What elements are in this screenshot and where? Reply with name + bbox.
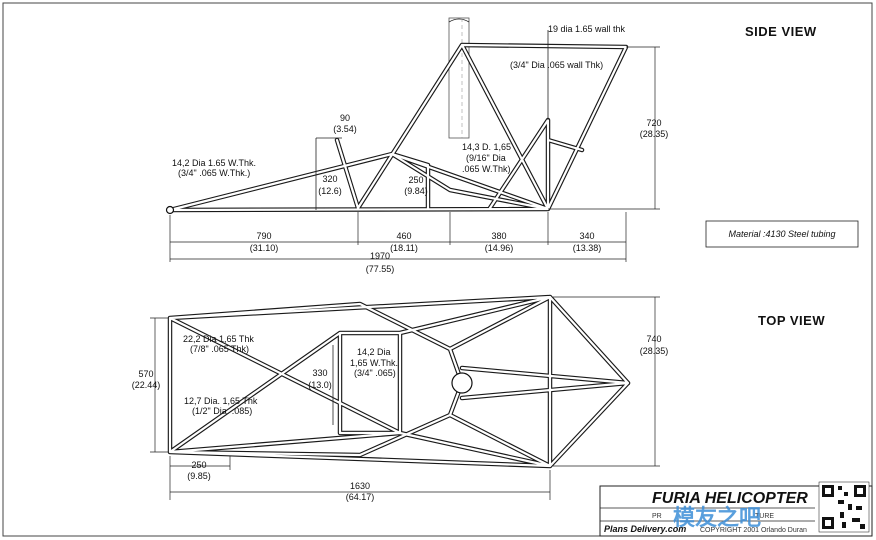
- offset-mm: 250: [191, 460, 206, 470]
- depth-in: (13.0): [308, 380, 332, 390]
- copyright-label: COPYRIGHT 2001 Orlando Duran: [700, 527, 807, 534]
- small-spec-imperial-label: (1/2" Dia. .085): [192, 406, 252, 416]
- top-width-mm: 570: [138, 369, 153, 379]
- side-dim-340: 340: [579, 231, 594, 241]
- title-line-a: PR: [652, 513, 662, 520]
- mid-height-in: (9.84): [404, 186, 428, 196]
- strut-height-mm: 320: [322, 174, 337, 184]
- front-spec-label: 22,2 Dia 1,65 Thk: [183, 334, 254, 344]
- mast-top: [448, 18, 470, 23]
- website-label: Plans Delivery.com: [604, 524, 686, 534]
- side-dim-380: 380: [491, 231, 506, 241]
- side-dim-340-in: (13.38): [573, 243, 602, 253]
- brace-spec-label-3: .065 W.Thk): [462, 164, 511, 174]
- cross-spec-label-3: (3/4" .065): [354, 368, 396, 378]
- brace-spec-label: 14,3 D. 1,65: [462, 142, 511, 152]
- qr-code-icon: [818, 481, 870, 533]
- top-right-width-in: (28.35): [640, 346, 669, 356]
- side-dimensions: [169, 212, 627, 262]
- strut-height-in: (12.6): [318, 186, 342, 196]
- offset-in: (9.85): [187, 471, 211, 481]
- mast-spec-label: 19 dia 1.65 wall thk: [548, 24, 626, 34]
- top-view-title: TOP VIEW: [758, 313, 825, 328]
- front-spec-imperial-label: (7/8" .065 Thk): [190, 344, 249, 354]
- mast-outline: [448, 17, 470, 139]
- strut-top-in: (3.54): [333, 124, 357, 134]
- watermark-logo: 模友之吧: [673, 505, 761, 531]
- side-height-in: (28.35): [640, 129, 669, 139]
- side-view-title: SIDE VIEW: [745, 24, 817, 39]
- mid-height-mm: 250: [408, 175, 423, 185]
- small-spec-label: 12,7 Dia. 1,65 Thk: [184, 396, 258, 406]
- side-view-frame: [165, 17, 660, 215]
- side-dim-380-in: (14.96): [485, 243, 514, 253]
- side-dim-460: 460: [396, 231, 411, 241]
- mast-spec-imperial-label: (3/4" Dia .065 wall Thk): [510, 60, 603, 70]
- side-dim-790: 790: [256, 231, 271, 241]
- side-dim-790-in: (31.10): [250, 243, 279, 253]
- depth-mm: 330: [312, 368, 327, 378]
- side-height-mm: 720: [646, 118, 661, 128]
- side-total-in: (77.55): [366, 264, 395, 274]
- title-line-b: TURE: [755, 513, 774, 520]
- material-label: Material :4130 Steel tubing: [728, 229, 835, 239]
- side-total-mm: 1970: [370, 251, 390, 261]
- top-view-frame: [167, 294, 631, 469]
- top-right-width-mm: 740: [646, 334, 661, 344]
- cross-spec-label: 14,2 Dia: [357, 347, 391, 357]
- tail-spec-imperial-label: (3/4" .065 W.Thk.): [178, 168, 250, 178]
- cross-spec-label-2: 1,65 W.Thk.: [350, 358, 398, 368]
- side-dim-460-in: (18.11): [390, 243, 418, 253]
- brand-title: FURIA HELICOPTER: [652, 490, 808, 507]
- top-dimensions: [150, 296, 660, 500]
- top-length-mm: 1630: [350, 481, 370, 491]
- strut-top-mm: 90: [340, 113, 350, 123]
- material-box: [705, 220, 859, 248]
- side-tubes: [165, 42, 629, 215]
- brace-spec-label-2: (9/16" Dia: [466, 153, 506, 163]
- tail-spec-label: 14,2 Dia 1.65 W.Thk.: [172, 158, 256, 168]
- top-width-in: (22.44): [132, 380, 161, 390]
- top-length-in: (64.17): [346, 492, 375, 502]
